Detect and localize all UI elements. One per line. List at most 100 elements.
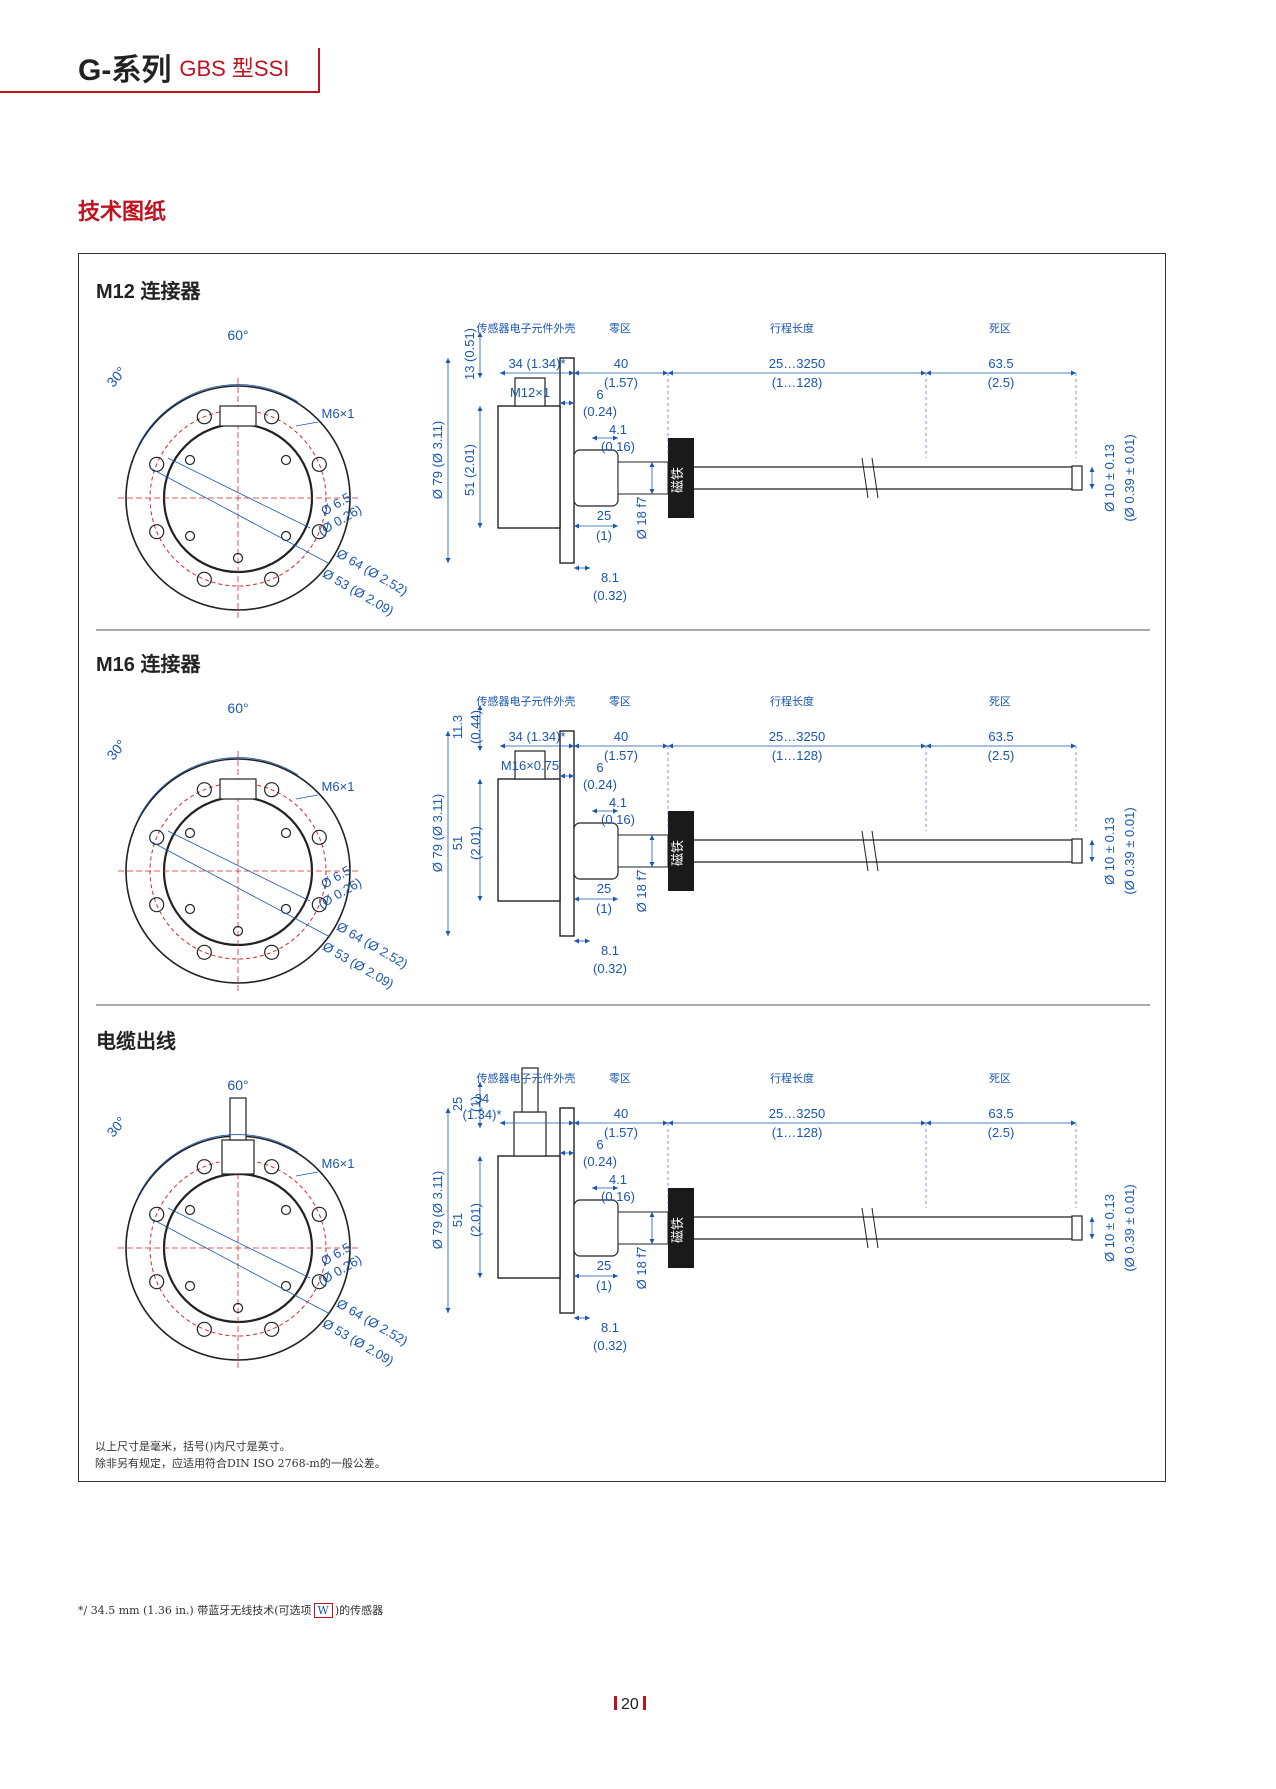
dim-81-arrow-right (585, 565, 590, 571)
magnet-block (668, 438, 694, 518)
dim-81-label: 8.1 (601, 570, 619, 585)
zone-label-dead: 死区 (989, 695, 1011, 708)
connector-side (514, 750, 546, 780)
dim-dead-arrow-right (1071, 1120, 1076, 1126)
dim-40-arrow-right (663, 370, 668, 376)
dim-18-label: Ø 18 f7 (634, 497, 649, 540)
cable (229, 1097, 247, 1141)
dim-stroke-arrow-right (921, 743, 926, 749)
screw-hole (232, 925, 244, 937)
dim-dead-label: 63.5 (988, 1106, 1013, 1121)
dim-6-label: 6 (596, 387, 603, 402)
bolt-hole (264, 782, 280, 798)
dim-41-arrow-right (613, 808, 618, 814)
zone-label-housing: 传感器电子元件外壳 (477, 321, 576, 335)
dim-10-inch-label: (Ø 0.39 ± 0.01) (1122, 1184, 1137, 1271)
dim-dead-label: 63.5 (988, 356, 1013, 371)
dim-18-label: Ø 18 f7 (634, 1247, 649, 1290)
dim-18-arrow-bottom (649, 1239, 655, 1244)
dim-51-arrow-bottom (477, 1273, 483, 1278)
screw-leader (295, 421, 319, 427)
dim-40-inch-label: (1.57) (604, 1125, 638, 1140)
note-units: 以上尺寸是毫米，括号()内尺寸是英寸。 (95, 1440, 291, 1453)
header-divider (318, 48, 320, 92)
screw-hole (184, 827, 196, 839)
rod-break-right (871, 457, 879, 499)
dim-stroke-inch-label: (1…128) (772, 375, 823, 390)
dim-34-arrow-left (500, 1120, 505, 1126)
angle-60-arc (177, 384, 299, 403)
dim-34-label: 34 (475, 1091, 489, 1106)
dim-10-label: Ø 10 ± 0.13 (1102, 817, 1117, 885)
rod-break-left (861, 457, 869, 499)
zone-label-stroke: 行程长度 (770, 1071, 814, 1085)
dim-79-label: Ø 79 (Ø 3.11) (430, 794, 445, 873)
page-number-bar-left (614, 1696, 617, 1710)
dim-13-label: 11.3 (450, 715, 465, 739)
dim-34-inch-label: (1.34)* (462, 1107, 501, 1122)
screw-hole (184, 1204, 196, 1216)
bolt-hole (311, 897, 327, 913)
dim-10-inch-label: (Ø 0.39 ± 0.01) (1122, 807, 1137, 894)
dim-81-arrow-left (574, 1315, 579, 1321)
dim-40-arrow-left (574, 743, 579, 749)
dim-6-arrow-right (569, 400, 574, 406)
dim-81-arrow-left (574, 565, 579, 571)
dim-81-label: 8.1 (601, 1320, 619, 1335)
bolt-hole (311, 1206, 327, 1222)
page-number-bar-right (642, 1696, 646, 1710)
dim-18-label: Ø 18 f7 (634, 870, 649, 913)
dim-25-arrow-right (613, 1273, 618, 1279)
connector-side (514, 377, 546, 407)
zone-label-dead: 死区 (989, 1072, 1011, 1085)
dim-41-inch-label: (0.16) (601, 812, 635, 827)
header-underline (0, 91, 320, 93)
dim-79-arrow-top (445, 358, 451, 363)
bolt-hole (149, 897, 165, 913)
dim-stroke-inch-label: (1…128) (772, 748, 823, 763)
dim-25-inch-label: (1) (596, 528, 612, 543)
dim-40-inch-label: (1.57) (604, 748, 638, 763)
bolt-hole (264, 944, 280, 960)
dim-81-arrow-right (585, 1315, 590, 1321)
dim-18-arrow-bottom (649, 862, 655, 867)
screw-hole (280, 1204, 292, 1216)
dim-41-arrow-right (613, 1185, 618, 1191)
dim-41-inch-label: (0.16) (601, 439, 635, 454)
dim-6-arrow-right (569, 1150, 574, 1156)
page-number-value: 20 (621, 1696, 639, 1713)
dim-34-label: 34 (1.34)* (508, 356, 565, 371)
dim-41-arrow-left (592, 808, 597, 814)
dim-41-arrow-left (592, 435, 597, 441)
dim-79-arrow-top (445, 1108, 451, 1113)
angle-60-label: 60° (227, 700, 248, 716)
rod-neck (617, 834, 669, 868)
dim-25-arrow-left (574, 523, 579, 529)
dim-25-arrow-right (613, 523, 618, 529)
dim-dead-arrow-right (1071, 743, 1076, 749)
bolt-hole (196, 782, 212, 798)
dim-stroke-label: 25…3250 (769, 1106, 825, 1121)
dim-25-label: 25 (597, 881, 611, 896)
dim-41-label: 4.1 (609, 1172, 627, 1187)
dim-dead-inch-label: (2.5) (988, 748, 1015, 763)
dim-13-arrow-top (477, 705, 483, 710)
dim-51-inch-label: (2.01) (468, 826, 483, 860)
dim-40-arrow-left (574, 1120, 579, 1126)
connector-thread-label: M12×1 (510, 385, 550, 400)
dim-10-arrow-bottom (1089, 484, 1095, 489)
dim-dead-label: 63.5 (988, 729, 1013, 744)
bolt-hole (311, 524, 327, 540)
dim-6-inch-label: (0.24) (583, 1154, 617, 1169)
dim-stroke-label: 25…3250 (769, 356, 825, 371)
dim-10-arrow-top (1089, 467, 1095, 472)
dim-10-arrow-top (1089, 840, 1095, 845)
dim-41-arrow-right (613, 435, 618, 441)
rod-neck (617, 461, 669, 495)
rod-neck (617, 1211, 669, 1245)
dim-41-label: 4.1 (609, 795, 627, 810)
dim-40-arrow-left (574, 370, 579, 376)
panel-title: M16 连接器 (96, 652, 201, 676)
dim-25-label: 25 (597, 1258, 611, 1273)
magnet-label: 磁铁 (670, 840, 685, 866)
